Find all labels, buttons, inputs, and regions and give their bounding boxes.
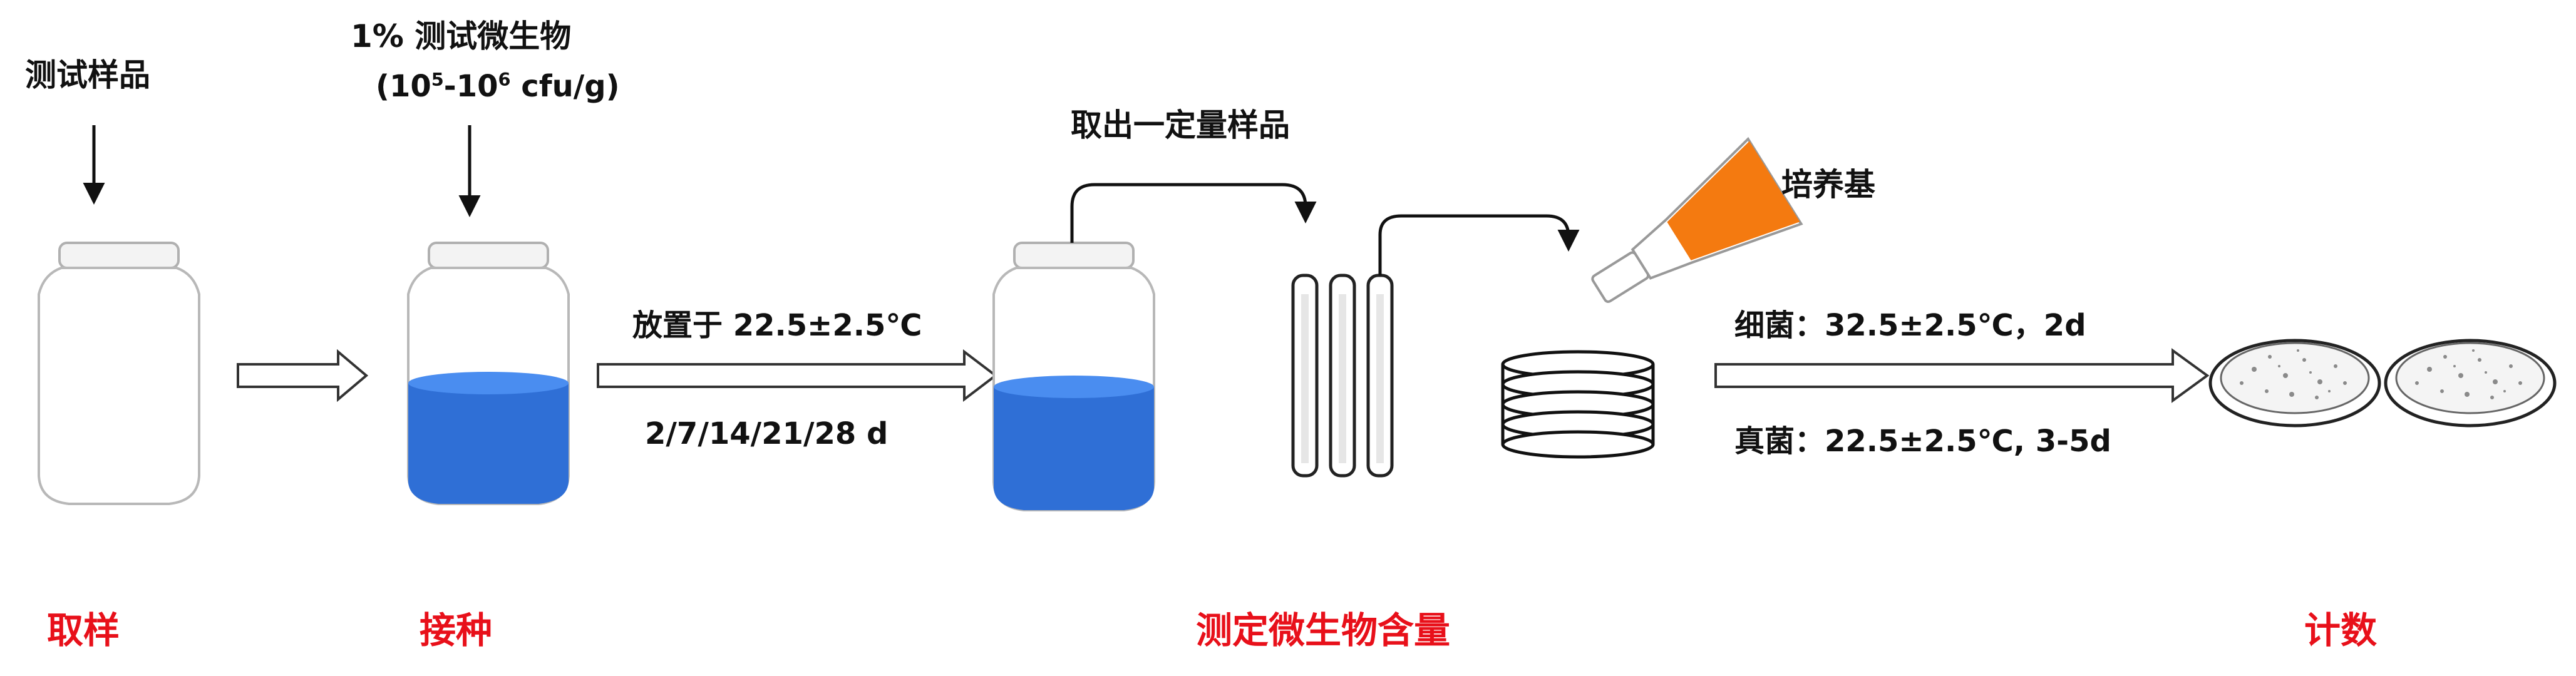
inoculum-concentration: (105-106 cfu/g) — [376, 69, 620, 104]
process-arrow-1 — [237, 349, 369, 402]
transfer-arrow-1 — [1070, 183, 1317, 243]
stage-inoculation: 接种 — [420, 609, 493, 652]
stage-measure-microbes: 测定微生物含量 — [1196, 609, 1451, 652]
bacteria-conditions: 细菌：32.5±2.5℃，2d — [1734, 308, 2086, 343]
test-tube-icon — [1291, 274, 1394, 478]
incubated-jar-icon — [992, 242, 1155, 511]
stage-counting: 计数 — [2304, 609, 2378, 652]
incubation-temperature: 放置于 22.5±2.5℃ — [632, 308, 922, 343]
incubation-days: 2/7/14/21/28 d — [645, 416, 889, 451]
petri-dish-stack-icon — [1501, 350, 1655, 459]
inoculum-label: 1% 测试微生物 — [351, 18, 572, 54]
fungi-conditions: 真菌：22.5±2.5℃, 3-5d — [1734, 424, 2111, 459]
process-arrow-2 — [597, 349, 998, 402]
sample-label: 测试样品 — [25, 57, 150, 93]
medium-label: 培养基 — [1781, 166, 1875, 203]
inoculated-jar-icon — [407, 242, 570, 505]
petri-dish-colonies-icon — [2208, 339, 2557, 428]
jar-icon — [38, 242, 200, 505]
transfer-arrow-2 — [1378, 214, 1580, 275]
take-sample-label: 取出一定量样品 — [1071, 107, 1290, 143]
medium-bottle-icon — [1591, 136, 1803, 304]
stage-sampling: 取样 — [47, 609, 120, 652]
process-arrow-3 — [1714, 348, 2210, 403]
